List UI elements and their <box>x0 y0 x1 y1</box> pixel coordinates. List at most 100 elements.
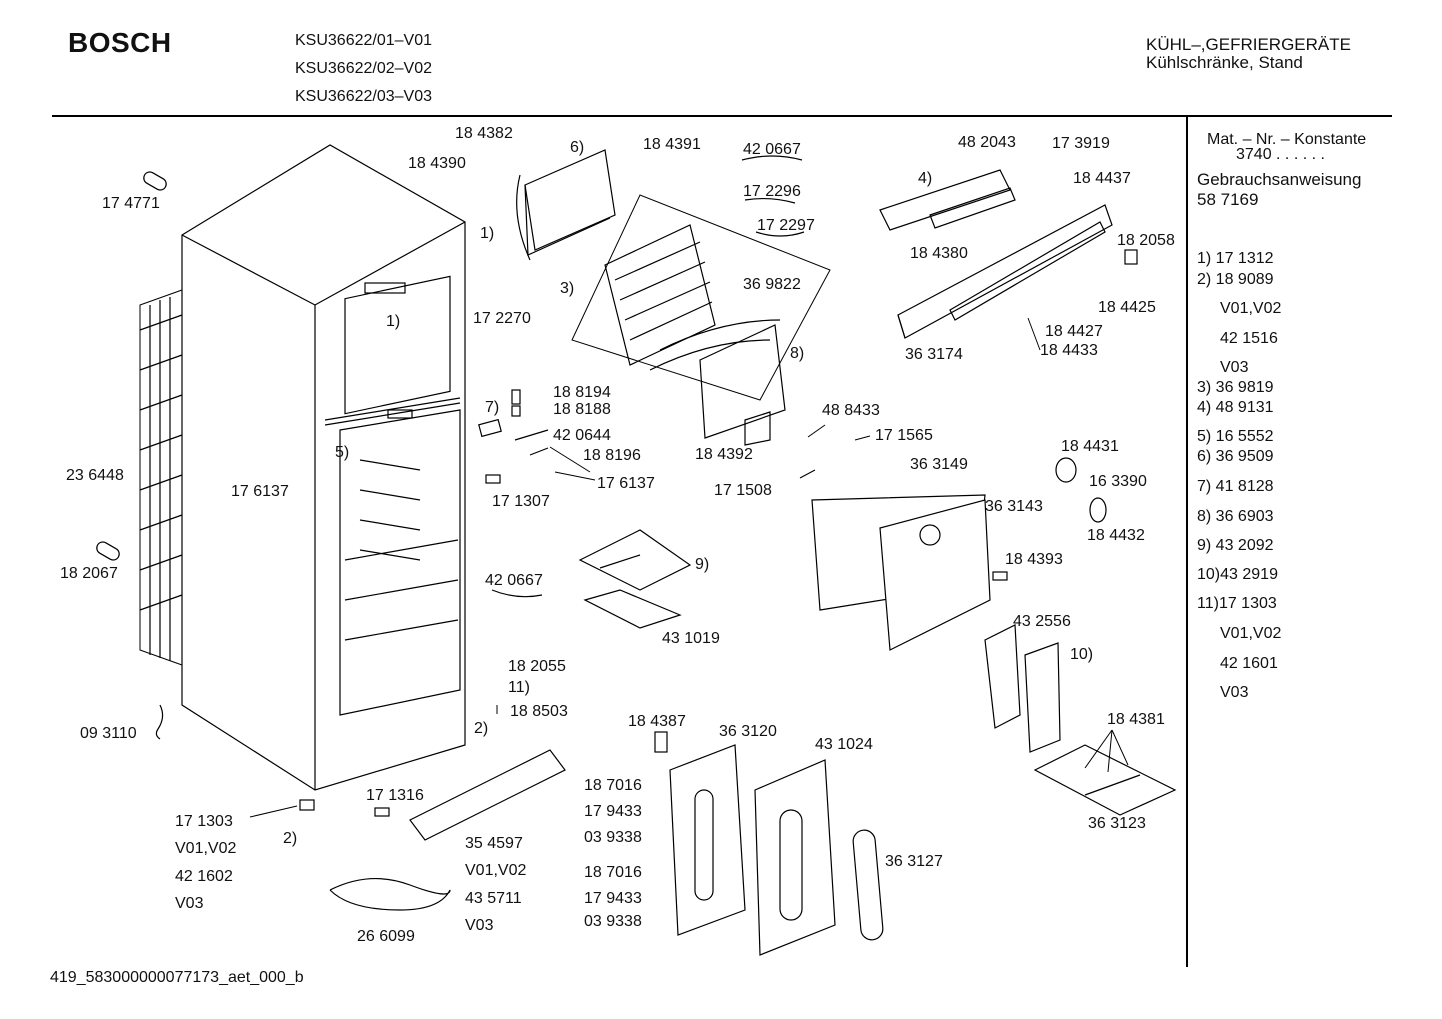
part-label: 18 8503 <box>510 703 568 720</box>
wire-42-0667-b <box>491 589 543 598</box>
door-liner-drawing <box>654 731 884 956</box>
category-title: KÜHL–,GEFRIERGERÄTE <box>1146 35 1351 54</box>
part-label: 42 0667 <box>743 141 801 158</box>
side-line: 6) 36 9509 <box>1197 448 1274 465</box>
part-label: 18 2055 <box>508 658 566 675</box>
part-label: 36 3143 <box>985 498 1043 515</box>
model-number-1: KSU36622/01–V01 <box>295 32 432 49</box>
side-line: 2) 18 9089 <box>1197 271 1274 288</box>
part-label: 36 3123 <box>1088 815 1146 832</box>
wire-17-2297 <box>755 231 805 237</box>
part-label: 42 0667 <box>485 572 543 589</box>
part-label: 17 1565 <box>875 427 933 444</box>
header-divider <box>52 115 1392 117</box>
part-label: 4) <box>918 170 933 187</box>
ring-18-4432 <box>1089 497 1107 523</box>
part-label: 17 1508 <box>714 482 772 499</box>
part-label: 43 2556 <box>1013 613 1071 630</box>
manual-number: 58 7169 <box>1197 190 1259 209</box>
part-label: 03 9338 <box>584 913 642 930</box>
part-label: 17 9433 <box>584 890 642 907</box>
document-id: 419_583000000077173_aet_000_b <box>50 969 304 986</box>
side-line: 42 1601 <box>1220 655 1278 672</box>
part-18-2058 <box>1124 249 1138 265</box>
side-line: V01,V02 <box>1220 625 1282 642</box>
manual-label: Gebrauchsanweisung <box>1197 170 1362 189</box>
part-label: 42 0644 <box>553 427 611 444</box>
part-label: 18 2067 <box>60 565 118 582</box>
part-label: 17 9433 <box>584 803 642 820</box>
part-label: 23 6448 <box>66 467 124 484</box>
evaporator-drawing <box>571 194 831 401</box>
part-label: 1) <box>386 313 401 330</box>
part-label: 43 5711 <box>465 890 522 907</box>
constant-value: 3740 . . . . . . <box>1236 146 1325 163</box>
part-label: 16 3390 <box>1089 473 1147 490</box>
part-label: V01,V02 <box>465 862 527 879</box>
part-label: 5) <box>335 444 350 461</box>
part-label: 18 8194 <box>553 384 611 401</box>
part-label: 17 2270 <box>473 310 531 327</box>
part-label: 26 6099 <box>357 928 415 945</box>
part-label: 36 3127 <box>885 853 943 870</box>
side-line: 4) 48 9131 <box>1197 399 1274 416</box>
part-label: 17 2297 <box>757 217 815 234</box>
part-label: 18 4427 <box>1045 323 1103 340</box>
part-label: 17 1307 <box>492 493 550 510</box>
brand-logo: BOSCH <box>68 27 172 58</box>
part-label: 11) <box>508 679 530 696</box>
part-label: 17 1316 <box>366 787 424 804</box>
model-number-2: KSU36622/02–V02 <box>295 60 432 77</box>
door-shelf-drawing <box>984 624 1177 816</box>
freezer-door-panels <box>811 494 991 651</box>
wire-42-0667 <box>741 155 803 161</box>
part-label: 2) <box>283 830 298 847</box>
side-line: 11)17 1303 <box>1197 595 1277 612</box>
part-label: 17 3919 <box>1052 135 1110 152</box>
evaporator-frame-drawing <box>516 149 616 261</box>
model-number-3: KSU36622/03–V03 <box>295 88 432 105</box>
side-panel-divider <box>1186 117 1188 967</box>
part-label: V01,V02 <box>175 840 237 857</box>
part-label: 48 8433 <box>822 402 880 419</box>
part-label: 18 4391 <box>643 136 701 153</box>
side-line: 42 1516 <box>1220 330 1278 347</box>
part-label: 18 2058 <box>1117 232 1175 249</box>
part-label: 18 4387 <box>628 713 686 730</box>
part-label: 48 2043 <box>958 134 1016 151</box>
part-label: V03 <box>465 917 494 934</box>
part-label: 1) <box>480 225 495 242</box>
part-label: 36 3149 <box>910 456 968 473</box>
cover-plate-drawing <box>699 324 786 439</box>
side-line: 3) 36 9819 <box>1197 379 1274 396</box>
thermostat-parts <box>478 389 549 484</box>
part-label: 42 1602 <box>175 868 233 885</box>
part-label: 8) <box>790 345 805 362</box>
part-label: 09 3110 <box>80 725 137 742</box>
side-line: V03 <box>1220 684 1249 701</box>
part-label: 6) <box>570 139 585 156</box>
side-line: 9) 43 2092 <box>1197 537 1274 554</box>
crisper-drawing <box>578 529 692 629</box>
exploded-parts-drawing <box>96 144 1177 956</box>
part-label: 43 1024 <box>815 736 873 753</box>
part-label: 18 4381 <box>1107 711 1165 728</box>
side-line: V03 <box>1220 359 1249 376</box>
side-line: V01,V02 <box>1220 300 1282 317</box>
fridge-cabinet-drawing <box>139 144 466 791</box>
part-label: 18 7016 <box>584 864 642 881</box>
part-label: 36 9822 <box>743 276 801 293</box>
part-label: 17 1303 <box>175 813 233 830</box>
wire-17-2296 <box>744 197 796 204</box>
part-label: 18 4433 <box>1040 342 1098 359</box>
side-line: 1) 17 1312 <box>1197 250 1274 267</box>
part-label: 18 4437 <box>1073 170 1131 187</box>
control-panel-drawing <box>879 169 1113 339</box>
category-subtitle: Kühlschränke, Stand <box>1146 53 1303 72</box>
ring-18-4431 <box>1055 457 1077 483</box>
bottom-parts <box>299 749 566 911</box>
part-label: 18 8188 <box>553 401 611 418</box>
side-line: 5) 16 5552 <box>1197 428 1274 445</box>
part-label: 18 4390 <box>408 155 466 172</box>
leader-lines <box>249 317 1129 818</box>
